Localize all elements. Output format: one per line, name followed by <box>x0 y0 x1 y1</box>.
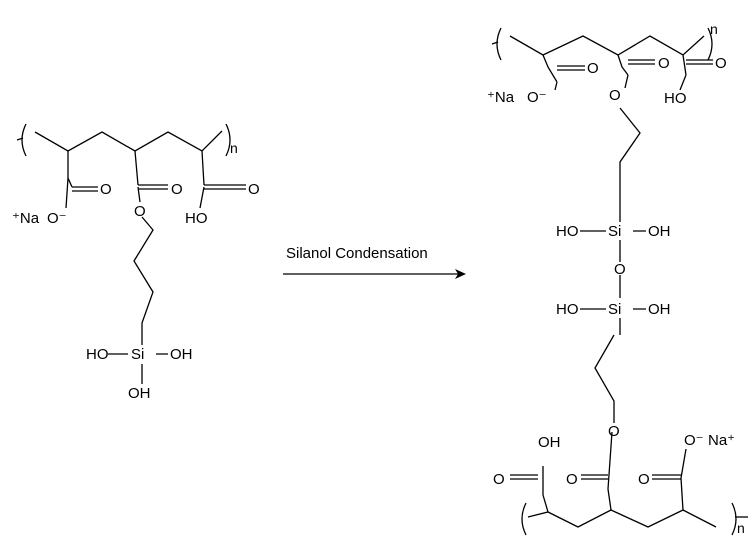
product-si-lower-oh-left-label: HO <box>556 301 579 318</box>
reactant-carboxylate-bonds <box>65 151 98 209</box>
reactant-backbone-bonds <box>34 130 223 152</box>
reactant-carboxylate-dbl-o-label: O <box>100 181 112 198</box>
reactant-left-bracket <box>21 123 27 157</box>
reactant-silanol-bonds <box>108 353 168 384</box>
product-top-propyl-chain <box>619 107 641 222</box>
product-bridge-o-label: O <box>614 261 626 278</box>
product-bottom-left-bracket <box>521 502 527 536</box>
product-top-ester-bonds <box>617 54 655 89</box>
reactant-si-oh-right-label: OH <box>170 346 193 363</box>
reaction-arrow-label: Silanol Condensation <box>286 245 428 262</box>
product-si-lower-label: Si <box>608 301 621 318</box>
reactant-acid-dbl-o-label: O <box>248 181 260 198</box>
product-bottom-right-bracket <box>731 502 737 536</box>
product-top-carboxylate-dbl-o-label: O <box>587 60 599 77</box>
product-bottom-acid-dbl-o-label: O <box>493 471 505 488</box>
reactant-carboxylate-o-label: O⁻ <box>47 210 67 227</box>
product-siloxane-bonds <box>580 230 646 335</box>
product-top-sodium-label: ⁺Na <box>487 89 515 106</box>
product-bottom-ester-bonds <box>581 431 613 511</box>
product-top-acid-dbl-o-label: O <box>715 55 727 72</box>
product-bottom-carboxylate-bonds <box>652 448 687 511</box>
reactant-sodium-label: ⁺Na <box>12 210 40 227</box>
reactant-silicon-label: Si <box>131 346 144 363</box>
product-top-carboxylate-o-label: O⁻ <box>527 89 547 106</box>
product-bottom-carboxylate-dbl-o-label: O <box>638 471 650 488</box>
product-top-repeat-n-label: n <box>710 21 718 37</box>
product-top-structure: ⁺Na O⁻ O O O O HO n <box>487 21 727 222</box>
product-top-ester-o-label: O <box>609 87 621 104</box>
reactant-propyl-chain <box>133 216 154 345</box>
product-top-backbone-bonds <box>509 35 705 56</box>
product-top-left-bracket <box>496 27 502 61</box>
product-bottom-ester-o-label: O <box>608 423 620 440</box>
reactant-acid-bonds <box>199 150 246 209</box>
reaction-arrow-head <box>455 269 466 279</box>
product-si-upper-oh-left-label: HO <box>556 223 579 240</box>
reactant-acid-oh-label: HO <box>185 210 208 227</box>
product-bottom-acid-oh-label: OH <box>538 434 561 451</box>
reactant-si-oh-left-label: HO <box>86 346 109 363</box>
reactant-ester-o-label: O <box>134 203 146 220</box>
product-top-ester-dbl-o-label: O <box>658 55 670 72</box>
product-bottom-structure: OH O O O O⁻ Na⁺ O n <box>493 334 748 536</box>
reaction-arrow: Silanol Condensation <box>283 245 466 279</box>
reactant-ester-bonds <box>134 150 168 203</box>
product-si-lower-oh-right-label: OH <box>648 301 671 318</box>
product-top-carboxylate-bonds <box>542 54 585 91</box>
product-bottom-backbone-bonds <box>527 509 717 528</box>
product-bottom-repeat-n-label: n <box>737 520 745 536</box>
reactant-right-bracket <box>225 123 231 157</box>
product-bottom-carboxylate-o-label: O⁻ <box>684 432 704 449</box>
product-siloxane-structure: Si HO OH O Si HO OH <box>556 223 671 335</box>
reactant-repeat-n-label: n <box>230 140 238 156</box>
product-top-acid-bonds <box>679 54 713 91</box>
reactant-si-oh-bottom-label: OH <box>128 385 151 402</box>
product-top-acid-oh-label: HO <box>664 90 687 107</box>
product-si-upper-label: Si <box>608 223 621 240</box>
reactant-structure: ⁺Na O⁻ O O O O HO n Si HO OH OH <box>12 123 260 402</box>
product-si-upper-oh-right-label: OH <box>648 223 671 240</box>
product-bottom-acid-bonds <box>510 466 549 513</box>
reactant-ester-dbl-o-label: O <box>171 181 183 198</box>
product-bottom-ester-dbl-o-label: O <box>566 471 578 488</box>
product-bottom-sodium-label: Na⁺ <box>708 432 735 449</box>
product-top-right-bracket <box>707 27 713 61</box>
product-bottom-propyl-chain <box>594 334 615 423</box>
